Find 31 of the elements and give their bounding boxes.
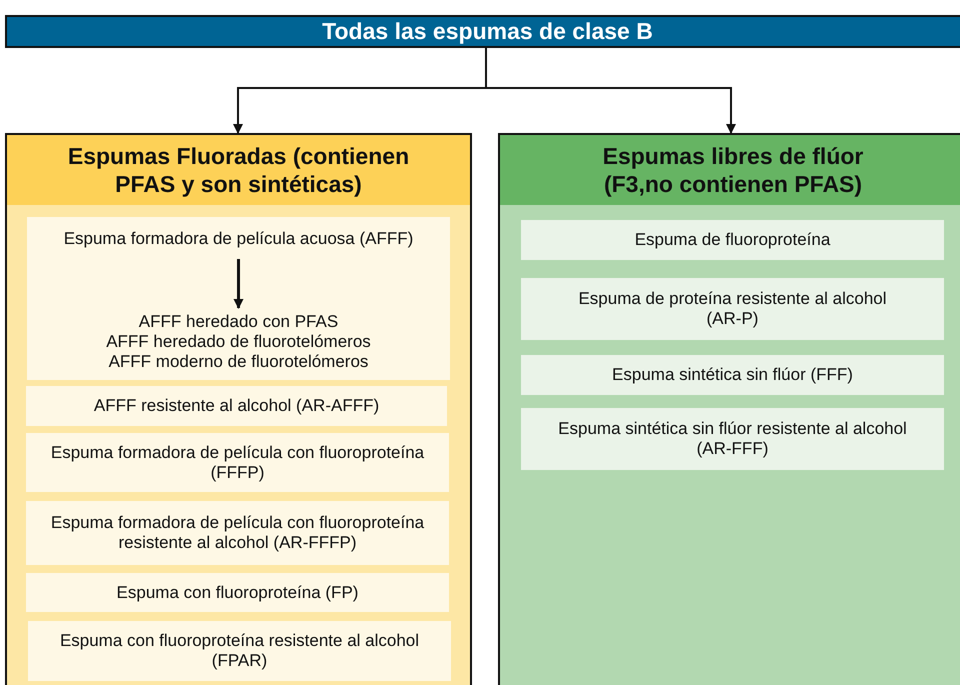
foam-type-label: Espuma formadora de película con fluoroproteína (FFFP)	[50, 442, 426, 482]
panel-heading: Espumas libres de flúor (F3,no contienen PFAS)	[602, 142, 864, 198]
foam-type-box	[26, 501, 449, 565]
title-bar	[5, 15, 960, 48]
foam-type-box	[521, 408, 944, 470]
foam-type-label: Espuma formadora de película acuosa (AFFF)	[64, 229, 414, 249]
foam-type-label: Espuma de proteína resistente al alcohol (AR-P)	[577, 289, 888, 329]
foam-type-label: Espuma con fluoroproteína (FP)	[116, 582, 358, 602]
category-panel	[498, 133, 960, 685]
title-text: Todas las espumas de clase B	[321, 18, 654, 45]
foam-type-box	[521, 278, 944, 340]
arrow	[234, 259, 244, 309]
foam-type-box	[26, 573, 449, 612]
foam-type-box	[27, 217, 450, 380]
foam-type-box	[28, 621, 451, 681]
panel-heading: Espumas Fluoradas (contienen PFAS y son sintéticas)	[66, 142, 410, 198]
foam-type-label: AFFF heredado con PFAS	[138, 312, 338, 332]
foam-type-label: AFFF moderno de fluorotelómeros	[108, 352, 368, 372]
foam-type-label: AFFF heredado de fluorotelómeros	[106, 332, 371, 352]
foam-type-box	[26, 386, 447, 426]
foam-type-box	[521, 355, 944, 395]
foam-type-label: Espuma con fluoroproteína resistente al alcohol (FPAR)	[58, 631, 420, 671]
arrow	[485, 48, 736, 134]
foam-type-box	[26, 433, 449, 492]
category-panel	[5, 133, 472, 685]
foam-type-label: Espuma formadora de película con fluoroproteína resistente al alcohol (AR-FFFP)	[50, 513, 426, 553]
foam-type-label: Espuma sintética sin flúor (FFF)	[612, 365, 853, 385]
foam-type-box	[521, 220, 944, 260]
foam-type-label: Espuma de fluoroproteína	[634, 230, 830, 250]
foam-type-label: AFFF resistente al alcohol (AR-AFFF)	[94, 396, 380, 416]
foam-type-label: Espuma sintética sin flúor resistente al alcohol (AR-FFF)	[557, 419, 908, 459]
